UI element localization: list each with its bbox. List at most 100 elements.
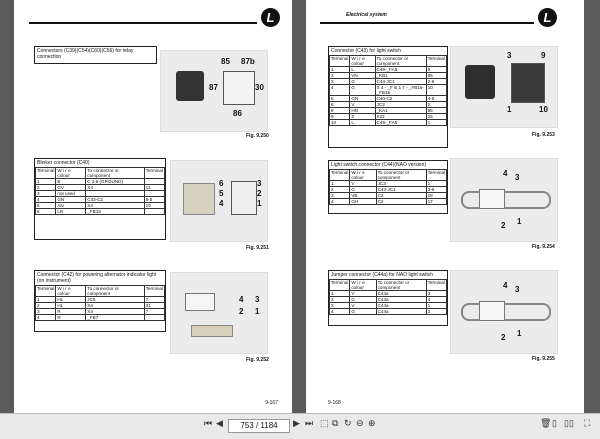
column-header: Terminal bbox=[328, 55, 351, 67]
figure-caption: Fig. 9.253 bbox=[532, 132, 555, 138]
figure-caption: Fig. 9.255 bbox=[532, 356, 555, 362]
column-header: W i r e colour bbox=[55, 167, 87, 179]
pin-label: 4 bbox=[503, 169, 508, 178]
pin-label: 10 bbox=[539, 105, 548, 114]
figure-caption: Fig. 9.251 bbox=[246, 245, 269, 251]
column-header: W i r e colour bbox=[349, 55, 376, 67]
pin-label: 3 bbox=[507, 51, 512, 60]
pin-label: 2 bbox=[501, 333, 506, 342]
first-page-icon[interactable]: ⏮ bbox=[204, 418, 213, 428]
pin-table: Terminal W i r e colour To connector or … bbox=[328, 55, 448, 126]
pin-label: 86 bbox=[233, 109, 242, 118]
prev-page-icon[interactable]: ◀ bbox=[216, 418, 223, 428]
pin-label: 1 bbox=[517, 217, 522, 226]
header-rule bbox=[29, 22, 257, 24]
fit-width-icon[interactable]: ⬚ bbox=[320, 418, 329, 428]
connector-title: Connector (C43) for light switch bbox=[331, 48, 402, 54]
pin-table: Terminal W i r e colour To connector or … bbox=[328, 279, 448, 315]
header-rule bbox=[320, 22, 534, 24]
blinker-connector-photo: 6 3 5 2 4 1 bbox=[170, 160, 268, 242]
connector-title: Blinker connector (C40) bbox=[37, 160, 90, 166]
zoom-in-icon[interactable]: ⊕ bbox=[368, 418, 376, 428]
page-number: 9-167 bbox=[265, 400, 278, 406]
viewer-toolbar: ⏮ ◀ 753 / 1184 ▶ ⏭ ⬚ ⧉ ↻ ⊖ ⊕ 🗑 ▯ ▯▯ ⛶ bbox=[0, 413, 600, 439]
connector-box-c43: Connector (C43) for light switch Termina… bbox=[328, 46, 448, 148]
double-page-icon[interactable]: ▯▯ bbox=[564, 418, 574, 428]
connector-box-c40: Blinker connector (C40) Terminal W i r e… bbox=[34, 158, 166, 240]
left-page: L Connectors (C39)(C54)(C60)(C56) for re… bbox=[14, 0, 292, 414]
pin-label: 87 bbox=[209, 83, 218, 92]
figure-caption: Fig. 9.254 bbox=[532, 244, 555, 250]
pin-label: 3 bbox=[255, 295, 260, 304]
pin-label: 4 bbox=[503, 281, 508, 290]
figure-caption: Fig. 9.250 bbox=[246, 133, 269, 139]
pin-label: 3 bbox=[515, 173, 520, 182]
page-number-input[interactable]: 753 / 1184 bbox=[228, 419, 290, 433]
column-header: Terminal bbox=[425, 279, 448, 291]
light-switch-connector-photo: 3 9 1 10 bbox=[450, 46, 558, 128]
fullscreen-icon[interactable]: ⛶ bbox=[584, 418, 591, 428]
pin-label: 3 bbox=[515, 285, 520, 294]
rotate-icon[interactable]: ↻ bbox=[344, 418, 352, 428]
connector-title: Jumper connector (C44a) for NAO light sw… bbox=[331, 272, 433, 278]
column-header: Terminal bbox=[425, 169, 448, 181]
pin-label: 2 bbox=[501, 221, 506, 230]
pin-label: 5 bbox=[219, 189, 224, 198]
pin-label: 30 bbox=[255, 83, 264, 92]
relay-connector-photo: 85 87b 87 30 86 bbox=[160, 50, 268, 132]
jumper-connector-photo: 4 3 2 1 bbox=[450, 270, 558, 354]
single-page-icon[interactable]: ▯ bbox=[552, 418, 557, 428]
trash-icon[interactable]: 🗑 bbox=[540, 418, 552, 428]
column-header: Terminal bbox=[328, 169, 351, 181]
pin-label: 1 bbox=[517, 329, 522, 338]
column-header: Terminal bbox=[143, 285, 166, 297]
pin-label: 2 bbox=[239, 307, 244, 316]
page-number: 9-168 bbox=[328, 400, 341, 406]
connector-title: Connector (C42) for powering alternator … bbox=[37, 272, 157, 284]
alternator-connector-photo: 4 3 2 1 bbox=[170, 272, 268, 354]
light-switch-nao-photo: 4 3 2 1 bbox=[450, 158, 558, 242]
column-header: W i r e colour bbox=[55, 285, 87, 297]
pin-table: Terminal W i r e colour To connector or … bbox=[328, 169, 448, 205]
column-header: Terminal bbox=[328, 279, 351, 291]
right-page: L Electrical system Connector (C43) for … bbox=[306, 0, 584, 414]
column-header: Terminal bbox=[143, 167, 166, 179]
connector-box-c39: Connectors (C39)(C54)(C60)(C56) for rela… bbox=[34, 46, 157, 64]
brand-logo: L bbox=[261, 8, 280, 27]
pin-label: 4 bbox=[239, 295, 244, 304]
connector-box-c44a: Jumper connector (C44a) for NAO light sw… bbox=[328, 270, 448, 326]
pin-table: Terminal W i r e colour To connector or … bbox=[34, 167, 166, 215]
brand-logo: L bbox=[538, 8, 557, 27]
pin-label: 3 bbox=[257, 179, 262, 188]
figure-caption: Fig. 9.252 bbox=[246, 357, 269, 363]
last-page-icon[interactable]: ⏭ bbox=[305, 418, 314, 428]
next-page-icon[interactable]: ▶ bbox=[293, 418, 300, 428]
pin-label: 85 bbox=[221, 57, 230, 66]
pin-label: 87b bbox=[241, 57, 255, 66]
column-header: To connector or component bbox=[374, 55, 427, 67]
pin-label: 6 bbox=[219, 179, 224, 188]
pin-label: 1 bbox=[255, 307, 260, 316]
column-header: To connector or component bbox=[85, 285, 145, 297]
pin-label: 2 bbox=[257, 189, 262, 198]
pin-label: 1 bbox=[257, 199, 262, 208]
connector-title: Connectors (C39)(C54)(C60)(C56) for rela… bbox=[37, 48, 134, 60]
column-header: To connector or component bbox=[375, 279, 427, 291]
zoom-out-icon[interactable]: ⊖ bbox=[356, 418, 364, 428]
connector-box-c44: Light switch connector (C44)(NAO version… bbox=[328, 160, 448, 214]
header-title: Electrical system bbox=[346, 12, 387, 18]
column-header: W i r e colour bbox=[349, 169, 377, 181]
column-header: Terminal bbox=[425, 55, 448, 67]
column-header: Terminal bbox=[34, 167, 57, 179]
fit-page-icon[interactable]: ⧉ bbox=[332, 418, 339, 428]
pin-label: 9 bbox=[541, 51, 546, 60]
pin-label: 4 bbox=[219, 199, 224, 208]
